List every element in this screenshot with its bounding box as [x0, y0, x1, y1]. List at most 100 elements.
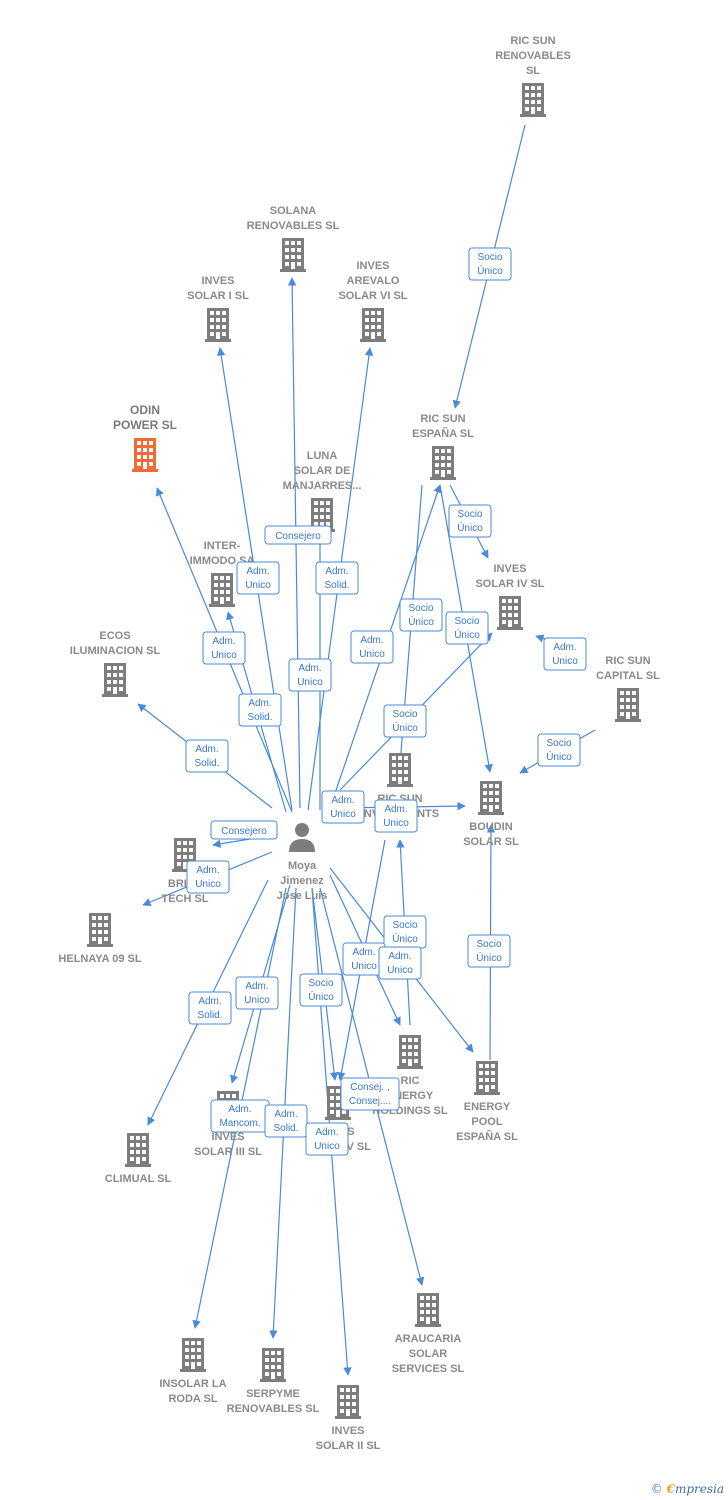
relation-text: Adm. [245, 981, 268, 992]
relation-text: Socio [477, 252, 502, 263]
relation-text: Único [392, 932, 418, 945]
relation-label-r17[interactable]: Adm.Unico [374, 799, 418, 833]
relation-label-r3[interactable]: Adm.Unico [236, 561, 280, 595]
relation-label-r28[interactable]: Adm.Mancom. [210, 1099, 270, 1133]
relation-label-r4[interactable]: Adm. Solid. [315, 561, 359, 595]
relation-text: Unico [297, 677, 323, 688]
relation-label-r29[interactable]: Adm.Solid. [264, 1104, 308, 1138]
relation-label-r13[interactable]: Adm.Unico [543, 637, 587, 671]
empresia-watermark[interactable]: © €mpresia [651, 1482, 724, 1496]
company-label-line: INVES [356, 260, 389, 272]
building-icon [497, 596, 523, 630]
relation-text: Socio [454, 616, 479, 627]
relation-text: Unico [387, 965, 413, 976]
relation-label-r22[interactable]: Adm.Unico [378, 946, 422, 980]
company-label-line: RIC SUN [420, 413, 465, 425]
relation-text: Único [308, 990, 334, 1003]
relation-label-r18[interactable]: Consejero [210, 820, 278, 840]
company-label-line: ECOS [99, 630, 130, 642]
relation-box [383, 704, 427, 738]
relation-text: Socio [546, 738, 571, 749]
relation-text: Consejero [275, 531, 321, 542]
relation-text: Consejero [221, 826, 267, 837]
company-label-line: SOLAR SL [463, 836, 519, 848]
company-label-line: SERVICES SL [392, 1363, 465, 1375]
building-icon [387, 753, 413, 787]
company-label-line: ARAUCARIA [395, 1333, 462, 1345]
relation-text: Solid. [324, 580, 349, 591]
relation-label-r15[interactable]: Adm.Solid. [185, 739, 229, 773]
company-label-line: ENERGY [464, 1101, 511, 1113]
building-icon [280, 238, 306, 272]
company-node-helnaya-09[interactable]: HELNAYA 09 SL [58, 913, 142, 965]
building-icon [209, 573, 235, 607]
relation-box [445, 611, 489, 645]
company-label-line: POWER SL [113, 418, 177, 432]
relation-label-r30[interactable]: Adm.Unico [305, 1122, 349, 1156]
relation-label-r25[interactable]: Adm.Unico [235, 976, 279, 1010]
relation-text: Adm. [198, 996, 221, 1007]
relation-text: Unico [211, 650, 237, 661]
relation-text: Unico [383, 818, 409, 829]
person-icon-body [289, 839, 315, 852]
company-label-line: CAPITAL SL [596, 670, 660, 682]
relation-text: Consej. , [350, 1082, 389, 1093]
building-icon [335, 1385, 361, 1419]
company-label-line: HELNAYA 09 SL [58, 953, 141, 965]
relation-label-r9[interactable]: Adm.Unico [202, 631, 246, 665]
relation-box [264, 525, 332, 545]
relation-text: Unico [351, 961, 377, 972]
company-label-line: SOLAR II SL [316, 1440, 381, 1452]
building-icon [102, 663, 128, 697]
relation-text: Adm. [325, 566, 348, 577]
relation-label-r24[interactable]: Adm.Solid. [188, 991, 232, 1025]
company-label-line: MANJARRES... [283, 480, 362, 492]
relation-text: Unico [330, 809, 356, 820]
relation-box [305, 1122, 349, 1156]
relation-label-r2[interactable]: Consejero [264, 525, 332, 545]
copyright-symbol: © [650, 1482, 663, 1496]
building-icon [615, 688, 641, 722]
company-node-climual[interactable]: CLIMUAL SL [105, 1133, 172, 1185]
relation-label-r12[interactable]: Adm.Solid. [238, 693, 282, 727]
building-icon [360, 308, 386, 342]
relation-label-r6[interactable]: Adm.Unico [350, 630, 394, 664]
relation-text: Único [476, 951, 502, 964]
relation-text: Unico [552, 656, 578, 667]
relation-label-r16[interactable]: Adm.Unico [321, 790, 365, 824]
relation-label-r19[interactable]: Adm.Unico [186, 860, 230, 894]
company-label-line: SERPYME [246, 1388, 300, 1400]
relation-text: Adm. [248, 698, 271, 709]
relation-label-r10[interactable]: Adm.Unico [288, 658, 332, 692]
relation-text: Único [457, 521, 483, 534]
relation-label-r27[interactable]: Consej. ,Consej.... [340, 1077, 400, 1111]
relation-label-r21[interactable]: Adm.Unico [342, 942, 386, 976]
